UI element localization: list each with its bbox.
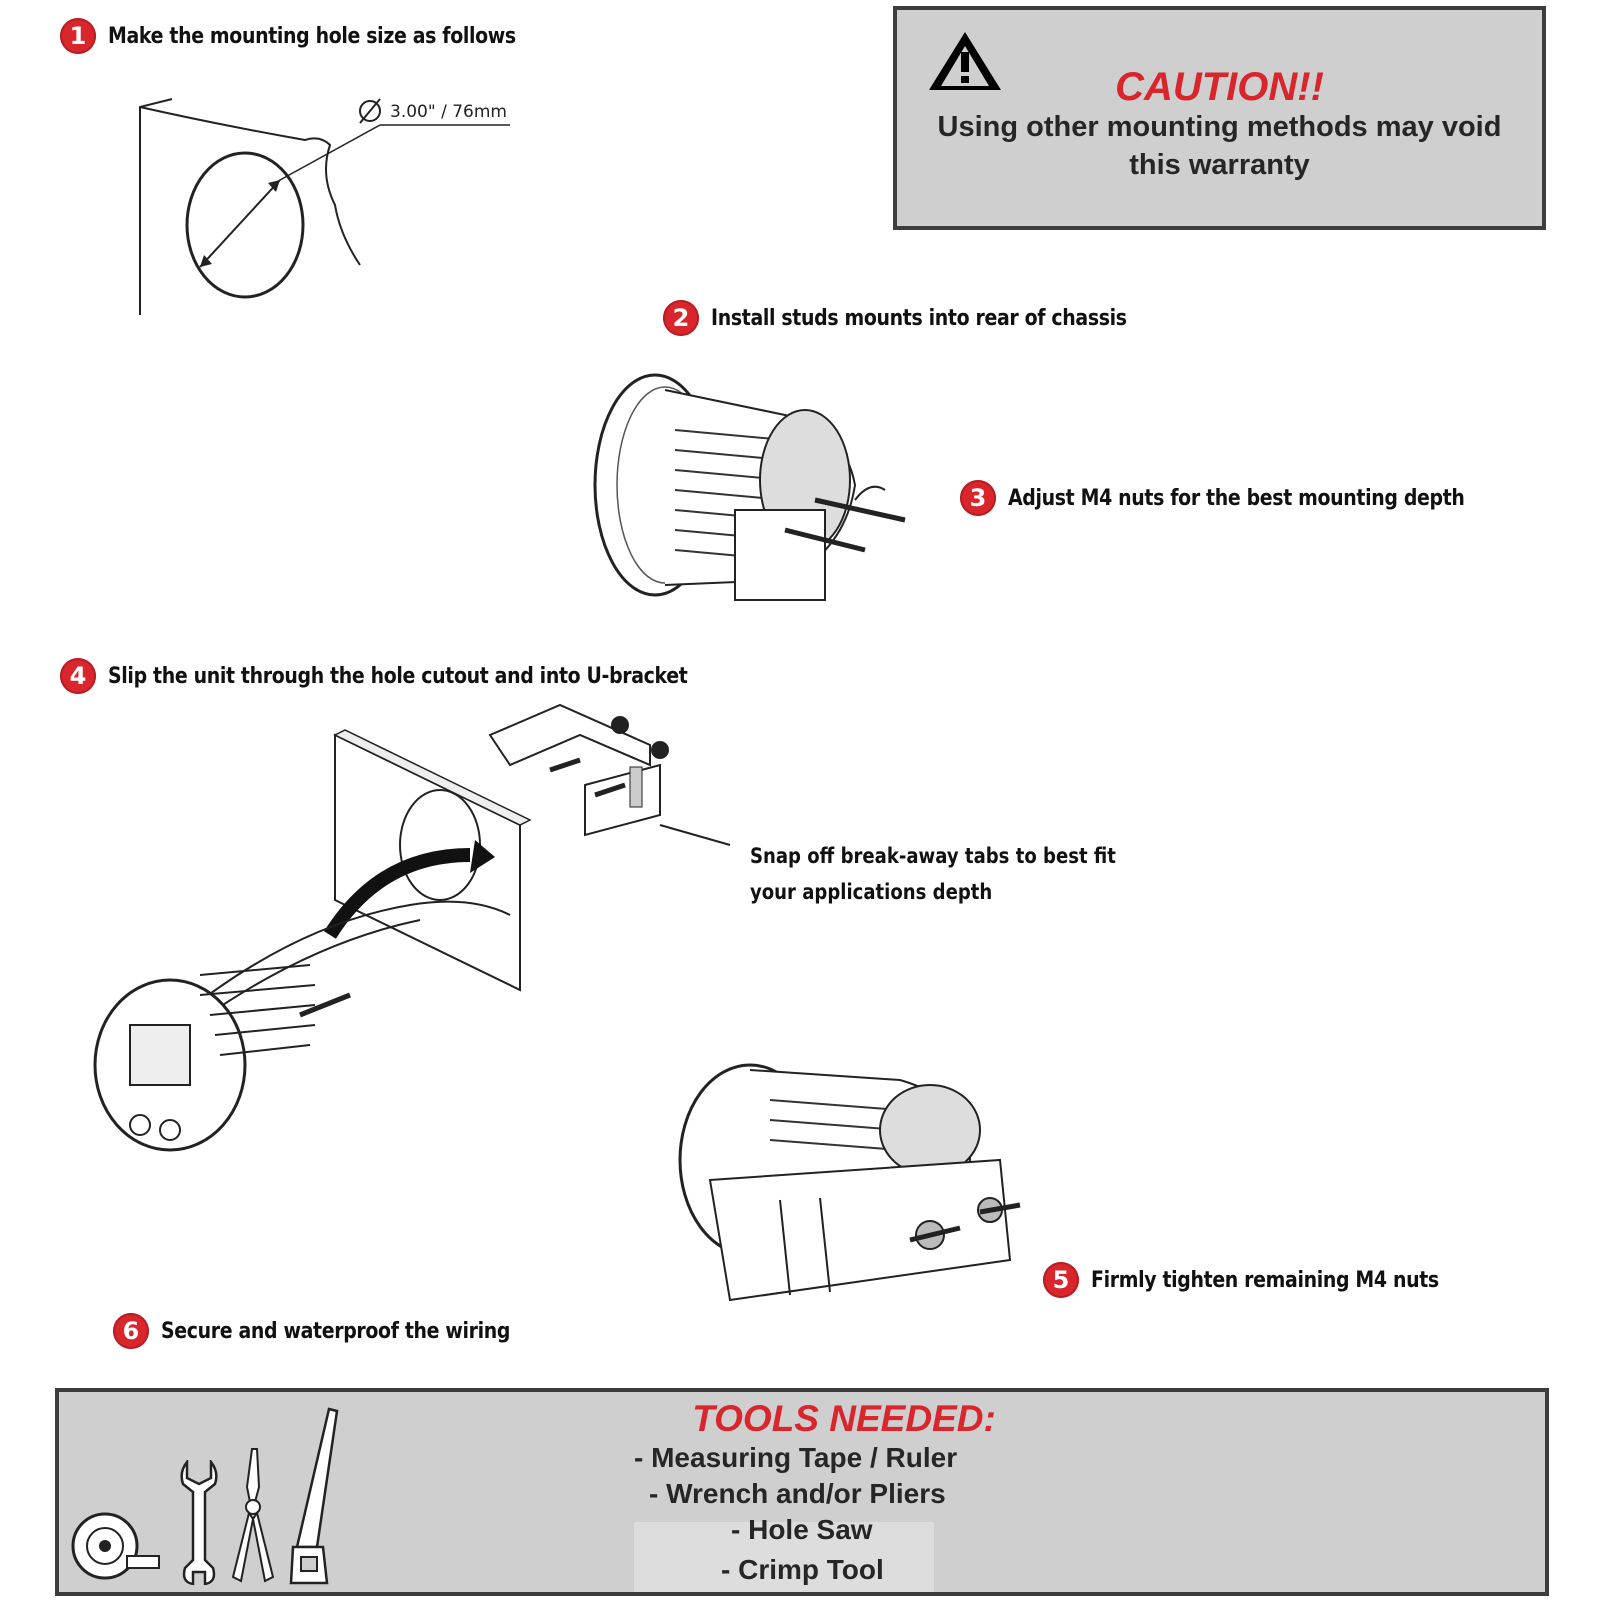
step-text: Make the mounting hole size as follows bbox=[108, 23, 516, 49]
step-number-badge: 5 bbox=[1043, 1262, 1079, 1298]
step-text: Firmly tighten remaining M4 nuts bbox=[1091, 1267, 1439, 1293]
step-text: Secure and waterproof the wiring bbox=[161, 1318, 511, 1344]
step-number-badge: 1 bbox=[60, 18, 96, 54]
wrench-icon bbox=[180, 1460, 218, 1585]
tools-needed-box: TOOLS NEEDED: - Measuring Tape / Ruler -… bbox=[55, 1388, 1549, 1596]
break-away-tabs-note: Snap off break-away tabs to best fit you… bbox=[750, 838, 1116, 910]
warning-icon bbox=[929, 32, 1001, 90]
gauge-tightened-diagram bbox=[678, 1063, 1021, 1302]
tool-item: - Hole Saw bbox=[731, 1514, 873, 1545]
unit-insertion-diagram bbox=[93, 703, 731, 1152]
step-text: Slip the unit through the hole cutout an… bbox=[108, 663, 688, 689]
step-1: 1 Make the mounting hole size as follows bbox=[60, 18, 582, 54]
gauge-rear-studs-diagram bbox=[593, 373, 906, 601]
step-3: 3 Adjust M4 nuts for the best mounting d… bbox=[960, 480, 1539, 516]
step-number-badge: 4 bbox=[60, 658, 96, 694]
caution-text: Using other mounting methods may void th… bbox=[897, 108, 1542, 184]
step-4: 4 Slip the unit through the hole cutout … bbox=[60, 658, 782, 694]
step-text: Install studs mounts into rear of chassi… bbox=[711, 305, 1127, 331]
pliers-icon bbox=[231, 1448, 275, 1583]
step-number-badge: 6 bbox=[113, 1313, 149, 1349]
tab-note-line-1: Snap off break-away tabs to best fit bbox=[750, 844, 1116, 868]
caution-title: CAUTION!! bbox=[1115, 65, 1324, 109]
tool-item: - Crimp Tool bbox=[721, 1554, 884, 1585]
saw-icon bbox=[289, 1407, 339, 1585]
measuring-tape-icon bbox=[71, 1512, 160, 1580]
step-text: Adjust M4 nuts for the best mounting dep… bbox=[1008, 485, 1465, 511]
tools-title: TOOLS NEEDED: bbox=[692, 1398, 996, 1439]
mounting-hole-diagram: 3.00" / 76mm bbox=[139, 98, 510, 315]
tools-highlight-panel bbox=[634, 1522, 934, 1592]
step-number-badge: 2 bbox=[663, 300, 699, 336]
caution-line-1: Using other mounting methods may void bbox=[937, 111, 1502, 143]
tool-item: - Wrench and/or Pliers bbox=[649, 1478, 946, 1509]
step-2: 2 Install studs mounts into rear of chas… bbox=[663, 300, 1194, 336]
step-number-badge: 3 bbox=[960, 480, 996, 516]
tab-note-line-2: your applications depth bbox=[750, 880, 993, 904]
step-5: 5 Firmly tighten remaining M4 nuts bbox=[1043, 1262, 1495, 1298]
hole-dimension-label: 3.00" / 76mm bbox=[390, 102, 507, 122]
tool-item: - Measuring Tape / Ruler bbox=[634, 1442, 958, 1473]
caution-line-2: this warranty bbox=[1129, 149, 1310, 181]
step-6: 6 Secure and waterproof the wiring bbox=[113, 1313, 567, 1349]
caution-box: CAUTION!! Using other mounting methods m… bbox=[893, 6, 1546, 230]
